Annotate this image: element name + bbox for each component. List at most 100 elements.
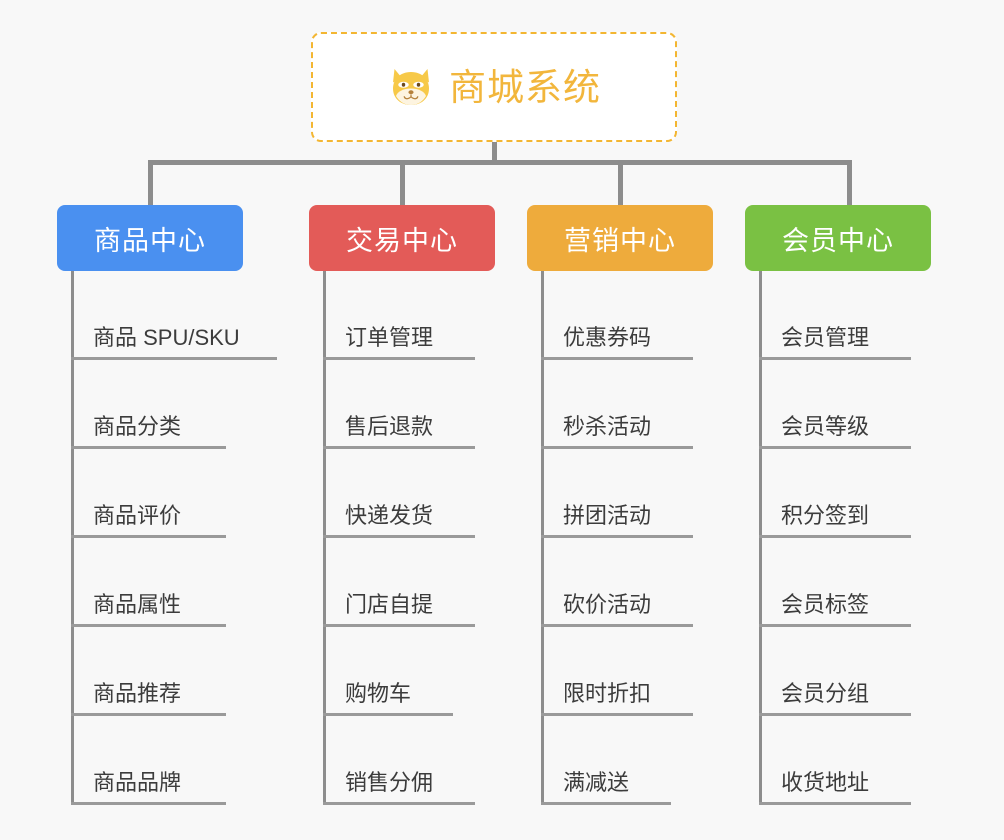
leaf-label: 会员分组	[781, 680, 870, 706]
leaf-underline	[759, 624, 911, 627]
leaf-label: 会员标签	[781, 591, 870, 617]
leaf-underline	[759, 713, 911, 716]
leaf-item[interactable]: 商品属性	[57, 538, 307, 627]
leaf-underline	[541, 713, 693, 716]
category-label-2: 交易中心	[346, 225, 458, 256]
leaf-trunk-2	[323, 271, 326, 805]
category-box-1[interactable]: 商品中心	[57, 205, 243, 271]
leaf-underline	[323, 713, 453, 716]
leaf-underline	[71, 357, 277, 360]
leaf-label: 拼团活动	[563, 502, 652, 528]
leaf-item[interactable]: 订单管理	[309, 271, 559, 360]
connector-drop-3	[618, 160, 623, 207]
leaf-underline	[71, 624, 226, 627]
leaf-label: 门店自提	[345, 591, 434, 617]
leaf-item[interactable]: 限时折扣	[527, 627, 777, 716]
leaf-label: 商品品牌	[93, 769, 182, 795]
leaf-item[interactable]: 商品推荐	[57, 627, 307, 716]
root-title: 商城系统	[449, 66, 601, 108]
leaf-underline	[71, 446, 226, 449]
leaf-item[interactable]: 商品分类	[57, 360, 307, 449]
leaf-underline	[323, 535, 475, 538]
leaf-item[interactable]: 购物车	[309, 627, 559, 716]
leaf-item[interactable]: 拼团活动	[527, 449, 777, 538]
leaf-label: 商品推荐	[93, 680, 182, 706]
leaf-list-1: 商品 SPU/SKU 商品分类 商品评价 商品属性 商品推荐 商品品牌	[57, 271, 307, 805]
category-box-4[interactable]: 会员中心	[745, 205, 931, 271]
leaf-underline	[323, 802, 475, 805]
connector-drop-1	[148, 160, 153, 207]
leaf-label: 商品分类	[93, 413, 182, 439]
leaf-item[interactable]: 收货地址	[745, 716, 995, 805]
leaf-label: 砍价活动	[563, 591, 652, 617]
branch-product-center: 商品中心 商品 SPU/SKU 商品分类 商品评价 商品属性 商品推荐	[57, 205, 307, 805]
leaf-label: 收货地址	[781, 769, 870, 795]
root-node[interactable]: 商城系统	[311, 32, 677, 142]
branch-trade-center: 交易中心 订单管理 售后退款 快递发货 门店自提 购物车	[309, 205, 559, 805]
leaf-underline	[323, 446, 475, 449]
leaf-label: 销售分佣	[345, 769, 434, 795]
connector-root-stem	[492, 142, 497, 163]
leaf-item[interactable]: 秒杀活动	[527, 360, 777, 449]
connector-drop-2	[400, 160, 405, 207]
leaf-underline	[541, 357, 693, 360]
category-box-2[interactable]: 交易中心	[309, 205, 495, 271]
leaf-label: 积分签到	[781, 502, 870, 528]
leaf-label: 商品评价	[93, 502, 182, 528]
leaf-item[interactable]: 快递发货	[309, 449, 559, 538]
leaf-label: 快递发货	[345, 502, 434, 528]
category-box-3[interactable]: 营销中心	[527, 205, 713, 271]
leaf-item[interactable]: 会员等级	[745, 360, 995, 449]
leaf-underline	[759, 802, 911, 805]
category-label-1: 商品中心	[94, 225, 206, 256]
leaf-trunk-1	[71, 271, 74, 805]
leaf-item[interactable]: 销售分佣	[309, 716, 559, 805]
branch-marketing-center: 营销中心 优惠券码 秒杀活动 拼团活动 砍价活动 限时折扣	[527, 205, 777, 805]
leaf-list-2: 订单管理 售后退款 快递发货 门店自提 购物车 销售分佣	[309, 271, 559, 805]
leaf-list-3: 优惠券码 秒杀活动 拼团活动 砍价活动 限时折扣 满减送	[527, 271, 777, 805]
leaf-label: 会员等级	[781, 413, 870, 439]
leaf-label: 优惠券码	[563, 324, 652, 350]
leaf-label: 会员管理	[781, 324, 870, 350]
leaf-item[interactable]: 售后退款	[309, 360, 559, 449]
leaf-label: 满减送	[563, 769, 630, 795]
leaf-label: 秒杀活动	[563, 413, 652, 439]
connector-drop-4	[847, 160, 852, 207]
leaf-item[interactable]: 门店自提	[309, 538, 559, 627]
leaf-item[interactable]: 会员管理	[745, 271, 995, 360]
leaf-underline	[541, 802, 671, 805]
leaf-label: 限时折扣	[563, 680, 652, 706]
leaf-item[interactable]: 积分签到	[745, 449, 995, 538]
leaf-label: 商品 SPU/SKU	[93, 324, 240, 350]
leaf-underline	[541, 624, 693, 627]
leaf-item[interactable]: 会员分组	[745, 627, 995, 716]
leaf-item[interactable]: 满减送	[527, 716, 777, 805]
leaf-trunk-4	[759, 271, 762, 805]
branch-member-center: 会员中心 会员管理 会员等级 积分签到 会员标签 会员分组	[745, 205, 995, 805]
shiba-dog-face-icon	[393, 69, 429, 105]
leaf-item[interactable]: 商品评价	[57, 449, 307, 538]
leaf-label: 购物车	[345, 680, 412, 706]
leaf-underline	[71, 713, 226, 716]
leaf-label: 订单管理	[345, 324, 434, 350]
leaf-item[interactable]: 商品 SPU/SKU	[57, 271, 307, 360]
leaf-underline	[71, 535, 226, 538]
leaf-underline	[323, 357, 475, 360]
category-label-3: 营销中心	[564, 225, 676, 256]
leaf-underline	[759, 535, 911, 538]
leaf-item[interactable]: 砍价活动	[527, 538, 777, 627]
leaf-underline	[541, 446, 693, 449]
leaf-label: 售后退款	[345, 413, 434, 439]
leaf-label: 商品属性	[93, 591, 182, 617]
leaf-item[interactable]: 优惠券码	[527, 271, 777, 360]
leaf-underline	[541, 535, 693, 538]
connector-horizontal-bus	[148, 160, 852, 165]
leaf-underline	[759, 357, 911, 360]
leaf-underline	[759, 446, 911, 449]
leaf-trunk-3	[541, 271, 544, 805]
category-label-4: 会员中心	[782, 225, 894, 256]
leaf-underline	[71, 802, 226, 805]
leaf-item[interactable]: 商品品牌	[57, 716, 307, 805]
leaf-item[interactable]: 会员标签	[745, 538, 995, 627]
